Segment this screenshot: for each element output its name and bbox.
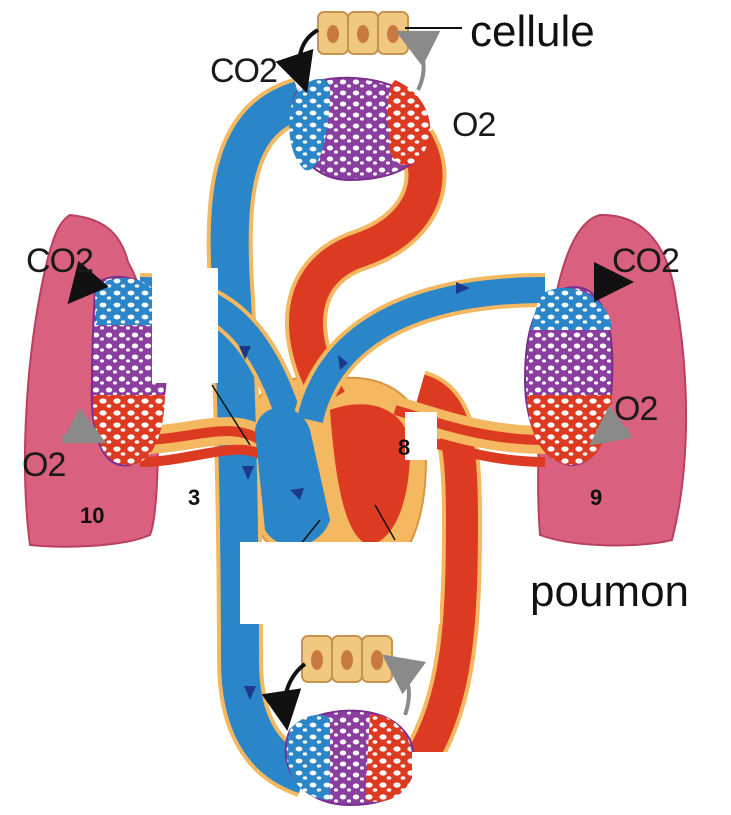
label-poumon: poumon — [530, 567, 689, 616]
cells-bottom — [302, 636, 392, 682]
label-number-8: 8 — [398, 435, 410, 460]
blank-box-1 — [152, 268, 218, 383]
capillary-bed-bottom — [286, 711, 415, 805]
blank-box-4 — [412, 752, 462, 815]
cells-top — [318, 12, 408, 54]
label-o2-left: O2 — [22, 446, 65, 484]
co2-arrow-top — [299, 30, 318, 78]
label-co2-right: CO2 — [612, 242, 679, 280]
label-cellule: cellule — [470, 7, 595, 56]
label-number-10: 10 — [80, 503, 104, 528]
label-co2-top: CO2 — [210, 52, 277, 90]
label-number-9: 9 — [590, 485, 602, 510]
capillary-bed-top — [289, 78, 430, 180]
o2-arrow-bottom — [395, 664, 409, 715]
capillary-bed-right-lung — [525, 287, 612, 465]
label-o2-right: O2 — [614, 390, 657, 428]
label-number-3: 3 — [188, 485, 200, 510]
label-o2-top: O2 — [452, 106, 495, 144]
label-co2-left: CO2 — [26, 242, 93, 280]
o2-arrow-top — [410, 38, 424, 90]
blank-box-3 — [240, 542, 440, 624]
